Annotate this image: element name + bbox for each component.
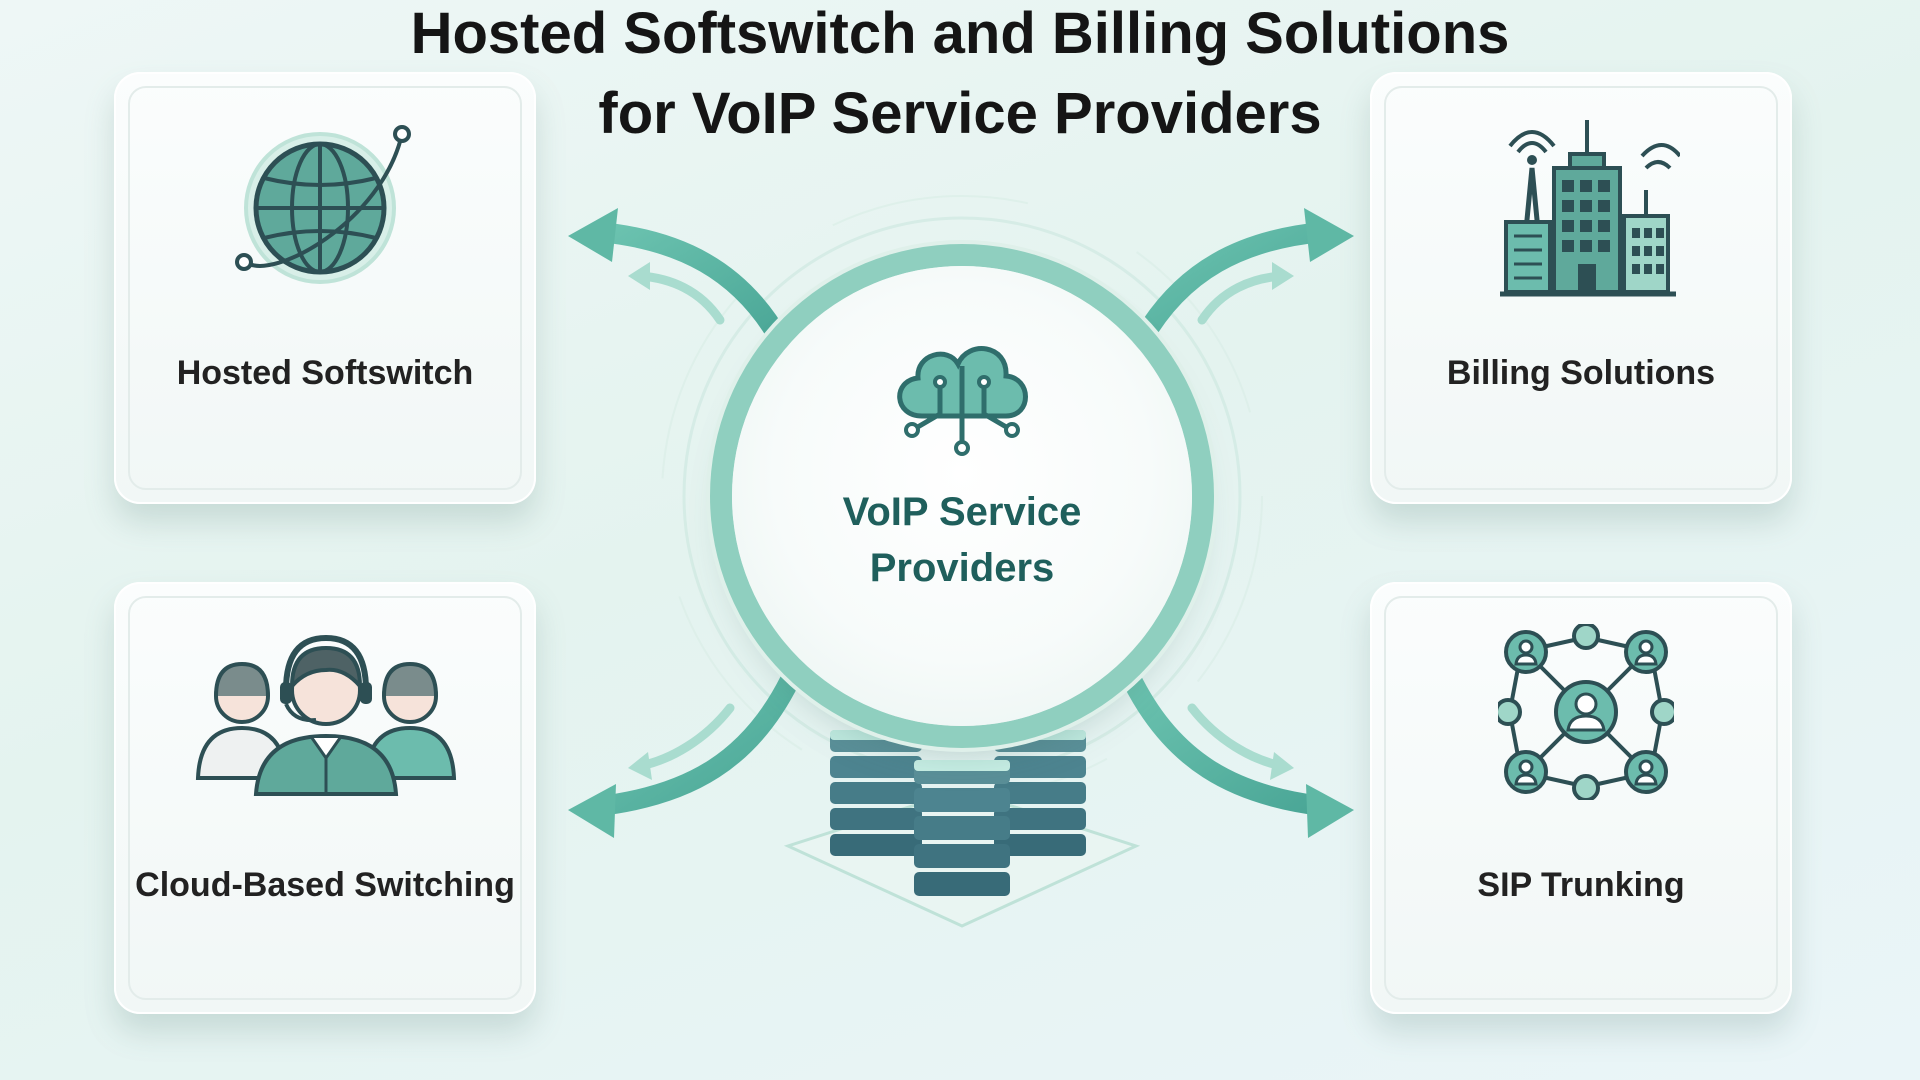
card-label-sip-trunking: SIP Trunking xyxy=(1477,866,1685,904)
arrow-to-sip-trunking xyxy=(1122,670,1354,838)
server-stacks-icon xyxy=(783,730,1141,928)
hub-label-line-2: Providers xyxy=(869,546,1055,590)
hub-label-line-1: VoIP Service xyxy=(842,490,1082,534)
arrow-to-cloud-based-switching xyxy=(568,670,800,838)
arrow-to-hosted-softswitch xyxy=(568,208,790,350)
card-hosted-softswitch: Hosted Softswitch xyxy=(114,72,536,504)
card-label-hosted-softswitch: Hosted Softswitch xyxy=(176,354,474,392)
card-label-billing-solutions: Billing Solutions xyxy=(1446,354,1716,392)
support-agents-headset-icon xyxy=(195,634,457,796)
cloud-network-icon xyxy=(897,346,1028,456)
people-network-icon xyxy=(1498,624,1674,800)
title-line-2: for VoIP Service Providers xyxy=(598,81,1322,146)
hub-label: VoIP Service Providers xyxy=(732,484,1192,596)
globe-orbit-icon xyxy=(235,125,411,284)
hub-circle: VoIP Service Providers xyxy=(732,266,1192,726)
card-label-cloud-based-switching: Cloud-Based Switching xyxy=(135,866,515,904)
title-line-1: Hosted Softswitch and Billing Solutions xyxy=(410,1,1510,66)
card-billing-solutions: Billing Solutions xyxy=(1370,72,1792,504)
arrow-to-billing-solutions xyxy=(1132,208,1354,350)
card-sip-trunking: SIP Trunking xyxy=(1370,582,1792,1014)
card-cloud-based-switching: Cloud-Based Switching xyxy=(114,582,536,1014)
city-buildings-tower-icon xyxy=(1500,120,1680,297)
